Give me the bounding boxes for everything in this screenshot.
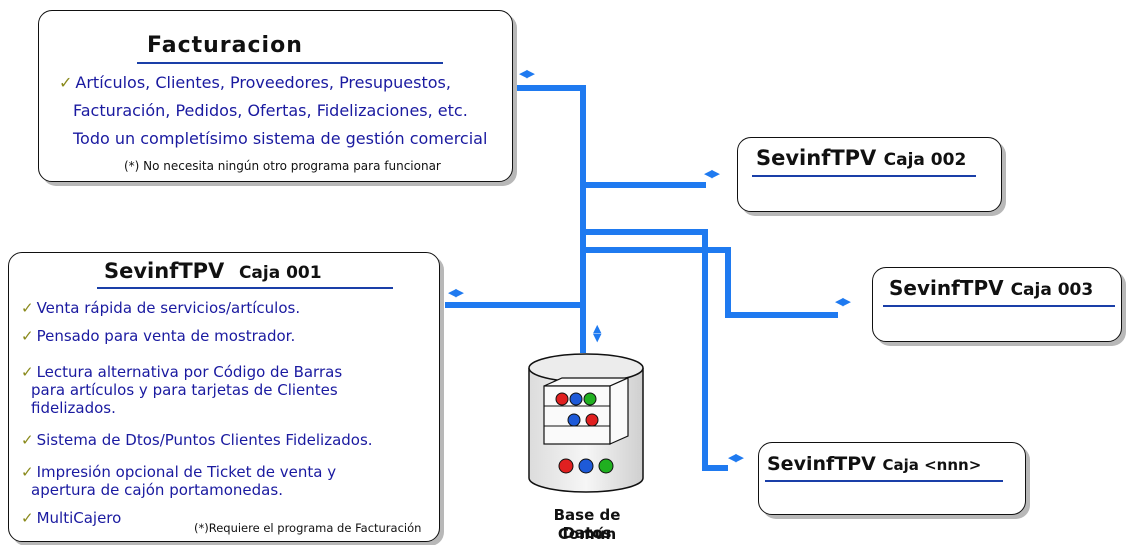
check-icon: ✓ [59, 73, 73, 92]
facturacion-line: ✓Artículos, Clientes, Proveedores, Presu… [59, 73, 451, 92]
caja003-title: SevinfTPV Caja 003 [889, 276, 1094, 300]
double-arrow-icon: ◀▶ [704, 167, 720, 180]
title-underline [765, 480, 1003, 482]
check-icon: ✓ [21, 463, 34, 481]
database-label: Base de Datos [553, 506, 621, 542]
cajannn-title: SevinfTPV Caja <nnn> [767, 453, 982, 475]
caja001-item: para artículos y para tarjetas de Client… [31, 381, 338, 399]
facturacion-line: Facturación, Pedidos, Ofertas, Fidelizac… [73, 101, 468, 120]
caja001-title: SevinfTPV Caja 001 [104, 259, 322, 283]
caja001-item: fidelizados. [31, 399, 116, 417]
title-underline [752, 175, 976, 177]
title-underline [137, 62, 443, 64]
caja001-item: ✓MultiCajero [21, 509, 122, 527]
caja001-item: ✓Pensado para venta de mostrador. [21, 327, 296, 345]
double-arrow-icon: ◀▶ [448, 286, 464, 299]
database-label: Común [557, 525, 617, 543]
facturacion-box: Facturacion ✓Artículos, Clientes, Provee… [38, 10, 513, 182]
caja001-box: SevinfTPV Caja 001 ✓Venta rápida de serv… [8, 252, 440, 542]
title-underline [97, 287, 393, 289]
double-arrow-icon: ◀▶ [519, 67, 535, 80]
check-icon: ✓ [21, 509, 34, 527]
check-icon: ✓ [21, 431, 34, 449]
connector-facturacion [517, 85, 586, 353]
caja001-note: (*)Requiere el programa de Facturación [194, 521, 422, 535]
caja001-item: apertura de cajón portamonedas. [31, 481, 283, 499]
facturacion-title: Facturacion [147, 33, 303, 58]
cajannn-box: SevinfTPV Caja <nnn> [758, 442, 1026, 515]
connector-caja003 [580, 247, 838, 318]
title-underline [883, 305, 1115, 307]
check-icon: ✓ [21, 363, 34, 381]
caja001-item: ✓Impresión opcional de Ticket de venta y [21, 463, 337, 481]
check-icon: ✓ [21, 299, 34, 317]
caja001-item: ✓Venta rápida de servicios/artículos. [21, 299, 301, 317]
caja003-box: SevinfTPV Caja 003 [872, 267, 1122, 342]
check-icon: ✓ [21, 327, 34, 345]
double-arrow-icon: ◀▶ [835, 295, 851, 308]
caja001-item: ✓Sistema de Dtos/Puntos Clientes Fideliz… [21, 431, 373, 449]
caja001-item: ✓Lectura alternativa por Código de Barra… [21, 363, 343, 381]
facturacion-line: Todo un completísimo sistema de gestión … [73, 129, 488, 148]
vertical-arrow-icon: ▲▼ [593, 322, 602, 344]
facturacion-note: (*) No necesita ningún otro programa par… [124, 159, 441, 173]
caja002-title: SevinfTPV Caja 002 [756, 146, 967, 170]
database-icon [528, 353, 644, 493]
connector-cajannn [580, 229, 728, 471]
caja002-box: SevinfTPV Caja 002 [737, 137, 1002, 212]
double-arrow-icon: ◀▶ [728, 451, 744, 464]
